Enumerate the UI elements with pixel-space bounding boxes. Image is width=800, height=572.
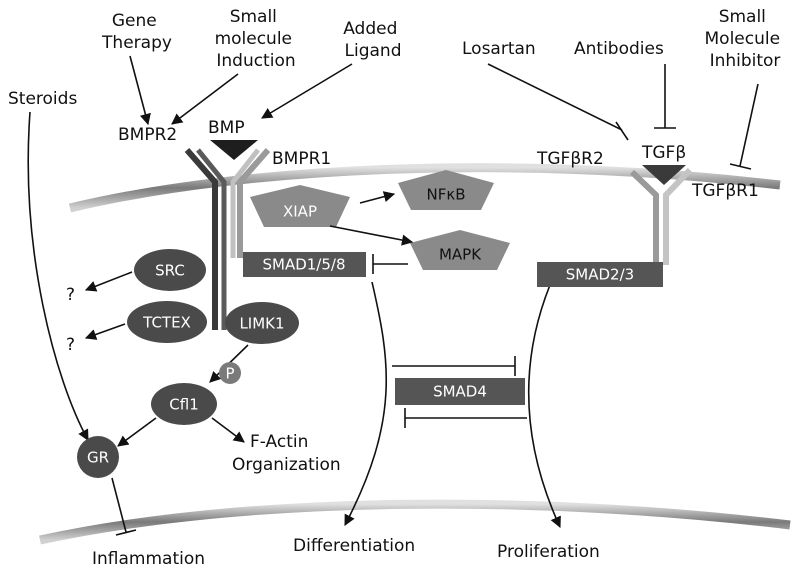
nuclear-membrane-bottom — [39, 499, 791, 545]
mapk-node — [410, 230, 510, 270]
steroids-arrow — [27, 111, 89, 441]
antibodies-label: Antibodies — [574, 39, 664, 59]
xiap-mapk-arrow — [329, 225, 414, 246]
mapk-smad-inhibition — [372, 254, 408, 274]
bmp-ligand — [210, 140, 258, 160]
proliferation-label: Proliferation — [497, 542, 600, 562]
antibodies-inhibition — [654, 64, 676, 129]
ligand-arrow — [261, 63, 353, 119]
bmp-label: BMP — [208, 118, 245, 138]
factin-label: F-Actin Organization — [232, 432, 341, 475]
steroids-label: Steroids — [8, 89, 77, 109]
bmpr2-label: BMPR2 — [118, 125, 177, 145]
small-molecule-inhibitor-label: Small Molecule Inhibitor — [705, 7, 786, 71]
smad4-lower-inhibition — [404, 408, 527, 428]
smad158-node — [243, 252, 366, 277]
bmpr2-receptor — [184, 148, 227, 330]
src-node — [134, 249, 206, 291]
tgfbr-receptor — [629, 167, 693, 265]
unknown-2-label: ? — [66, 335, 75, 355]
gene-therapy-label: Gene Therapy — [101, 11, 172, 53]
cfl1-label: Cfl1 — [169, 396, 198, 414]
small-molecule-induction-label: Small molecule Induction — [215, 7, 298, 71]
tctex-node — [127, 301, 207, 343]
inhibitor-inhibition — [729, 83, 759, 170]
nfkb-label: NFκB — [427, 186, 466, 204]
gr-label: GR — [87, 449, 109, 467]
limk1-label: LIMK1 — [239, 315, 284, 333]
smad4-upper-inhibition — [392, 356, 516, 376]
cfl1-factin-arrow — [211, 417, 245, 443]
smad4-node — [395, 378, 525, 405]
nuclear-curve-left — [344, 281, 387, 526]
cfl1-gr-arrow — [117, 417, 157, 447]
src-label: SRC — [155, 262, 185, 280]
losartan-label: Losartan — [462, 39, 536, 59]
src-unknown-arrow — [84, 271, 133, 292]
phosphate-label: P — [225, 365, 234, 383]
tctex-label: TCTEX — [142, 314, 191, 332]
phosphate-node — [219, 362, 241, 384]
nuclear-curve-right — [527, 284, 561, 529]
gr-node — [77, 436, 119, 478]
smad23-label: SMAD2/3 — [566, 266, 634, 284]
smad4-label: SMAD4 — [433, 383, 487, 401]
cfl1-node — [151, 383, 217, 425]
xiap-node — [250, 185, 350, 227]
tctex-unknown-arrow — [84, 323, 126, 340]
gr-inflammation-inhibition — [111, 477, 137, 536]
losartan-inhibition — [487, 63, 629, 141]
bmpr1-receptor — [230, 148, 271, 258]
nfkb-node — [398, 170, 494, 210]
bmpr1-label: BMPR1 — [272, 149, 331, 169]
smad158-label: SMAD1/5/8 — [262, 256, 345, 274]
induction-arrow — [171, 73, 239, 125]
inflammation-label: Inflammation — [92, 549, 205, 569]
tgfb-label: TGFβ — [641, 143, 686, 163]
limk1-node — [225, 302, 299, 344]
xiap-nfkb-arrow — [359, 191, 396, 204]
unknown-1-label: ? — [66, 285, 75, 305]
differentiation-label: Differentiation — [293, 536, 415, 556]
smad23-node — [537, 262, 663, 287]
tgfb-ligand — [642, 165, 686, 185]
tgfbr1-label: TGFβR1 — [691, 181, 759, 201]
tgfbr2-label: TGFβR2 — [536, 149, 604, 169]
gene-therapy-arrow — [129, 55, 151, 126]
xiap-label: XIAP — [283, 203, 317, 221]
added-ligand-label: Added Ligand — [343, 19, 403, 61]
mapk-label: MAPK — [439, 246, 482, 264]
